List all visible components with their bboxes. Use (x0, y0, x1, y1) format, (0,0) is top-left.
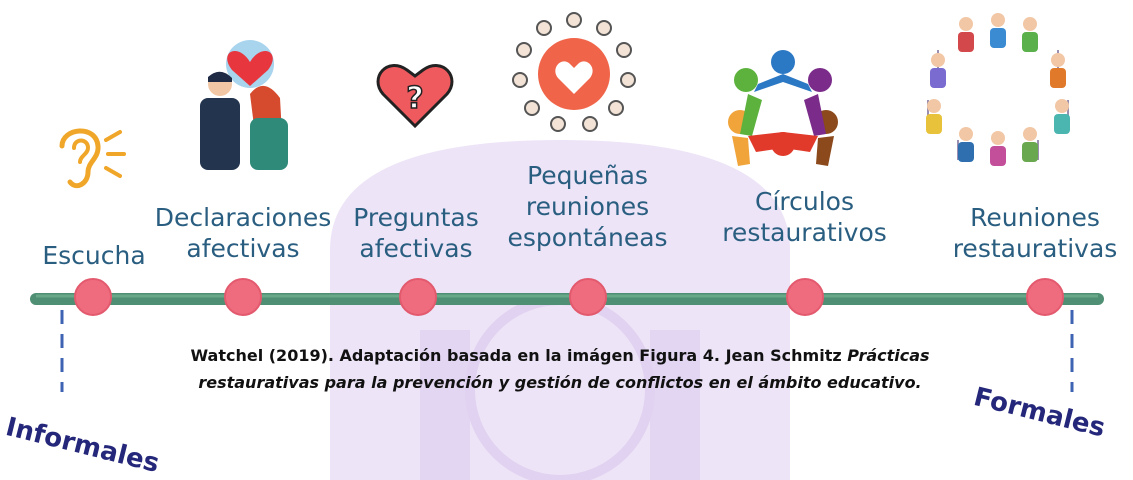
timeline-node-pequenas (569, 278, 607, 316)
stage-label-circulos: Círculos restaurativos (712, 186, 897, 248)
stage-preguntas-line1: Preguntas (353, 203, 479, 232)
caption-part1: Watchel (2019). Adaptación basada en la … (190, 346, 848, 365)
stage-label-pequenas: Pequeñas reuniones espontáneas (500, 160, 675, 253)
timeline-node-preguntas (399, 278, 437, 316)
stage-label-declaraciones: Declaraciones afectivas (148, 202, 338, 264)
stage-declaraciones-line2: afectivas (186, 234, 300, 263)
people-circle-heart-icon (512, 12, 636, 132)
timeline-node-circulos (786, 278, 824, 316)
stage-declaraciones-line1: Declaraciones (154, 203, 332, 232)
stage-escucha-line: Escucha (42, 241, 146, 270)
figure-caption: Watchel (2019). Adaptación basada en la … (120, 342, 1000, 396)
caption-line-1: Watchel (2019). Adaptación basada en la … (120, 342, 1000, 369)
meeting-circle-icon (926, 13, 1070, 166)
timeline-node-reuniones (1026, 278, 1064, 316)
stage-label-escucha: Escucha (38, 240, 150, 271)
svg-text:?: ? (406, 81, 423, 116)
stage-reuniones-line2: restaurativas (952, 234, 1118, 263)
ear-icon (59, 128, 126, 189)
stage-pequenas-line1: Pequeñas (527, 161, 648, 190)
stage-reuniones-line1: Reuniones (970, 203, 1100, 232)
stage-circulos-line1: Círculos (755, 187, 854, 216)
heart-question-icon: ? (376, 64, 454, 129)
hands-circle-icon (728, 50, 838, 166)
stage-pequenas-line2: reuniones (525, 192, 650, 221)
stage-circulos-line2: restaurativos (722, 218, 887, 247)
couple-heart-icon (200, 40, 288, 170)
caption-line-2: restaurativas para la prevención y gesti… (198, 373, 922, 392)
stage-label-preguntas: Preguntas afectivas (345, 202, 487, 264)
stage-preguntas-line2: afectivas (359, 234, 473, 263)
stage-label-reuniones: Reuniones restaurativas (940, 202, 1130, 264)
caption-part1-italic: Prácticas (847, 346, 930, 365)
stage-pequenas-line3: espontáneas (507, 223, 668, 252)
timeline-node-declaraciones (224, 278, 262, 316)
timeline-node-escucha (74, 278, 112, 316)
